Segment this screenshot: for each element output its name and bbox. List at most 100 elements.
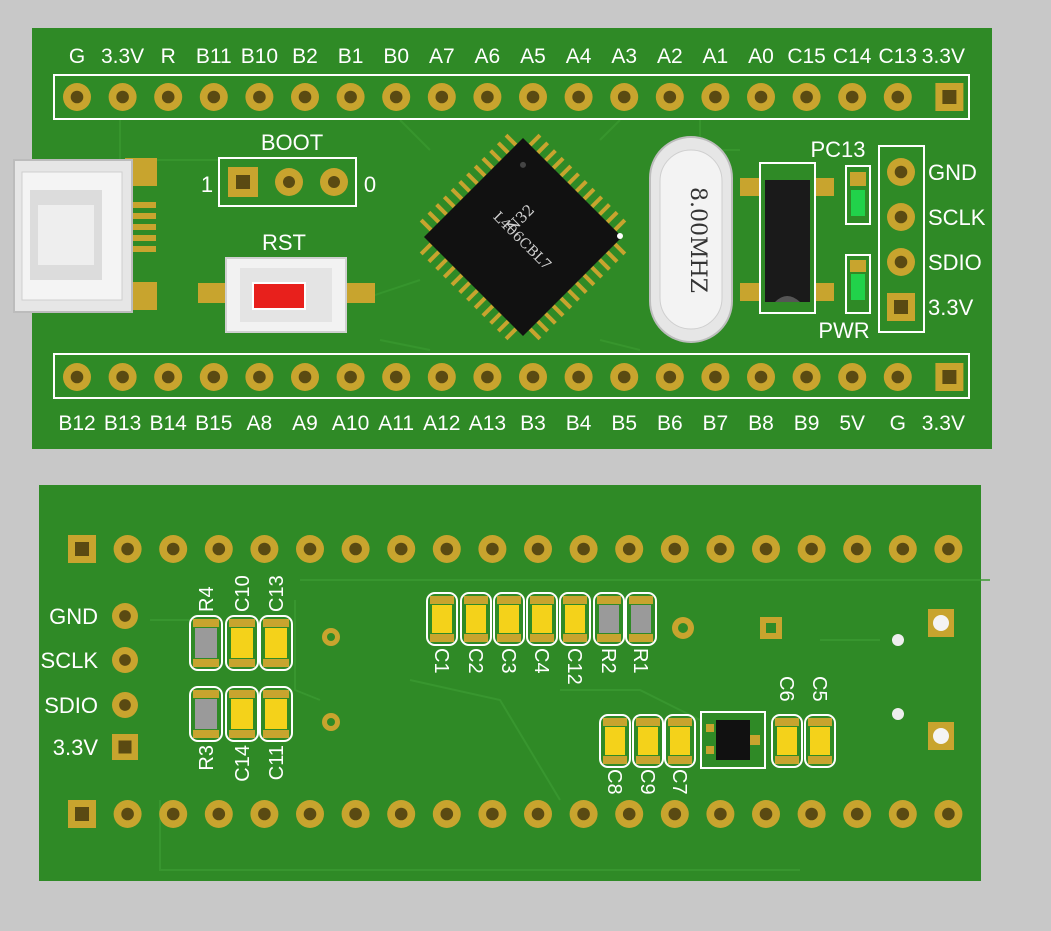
top-header-label: B2 <box>292 45 318 68</box>
bottom-board-bottom-pin <box>752 800 780 828</box>
bottom-board-top-pin <box>615 535 644 563</box>
bottom-left-part-top <box>259 615 293 671</box>
bottom-board-bottom-pin <box>68 800 96 828</box>
bottom-left-part-top <box>189 615 223 671</box>
boot-left-label: 1 <box>201 172 213 197</box>
bottom-header-label: A11 <box>378 412 414 435</box>
bottom-center-part <box>559 592 591 646</box>
bottom-left-part-bottom-label: C11 <box>266 745 288 780</box>
bottom-board-top-pin <box>524 535 552 563</box>
top-header-label: C13 <box>879 45 918 68</box>
top-header-label: G <box>69 45 85 68</box>
led-pwr-label: PWR <box>818 318 869 343</box>
bottom-board-bottom-pin <box>296 800 324 828</box>
crystal: 8.00MHZ <box>649 136 733 343</box>
bottom-board-bottom-pin <box>432 800 461 828</box>
bottom-board-top-pin <box>113 535 142 563</box>
bottom-right-part-low-label: C9 <box>636 769 658 795</box>
top-header-label: C14 <box>833 45 872 68</box>
bottom-right-part-low <box>599 714 631 768</box>
bottom-header-label: 3.3V <box>922 412 965 435</box>
bottom-board-bottom-pin <box>888 800 917 828</box>
bottom-center-part <box>526 592 558 646</box>
bottom-board-top-pin <box>934 535 963 563</box>
bottom-header-label: A8 <box>247 412 273 435</box>
bottom-board-top-pin <box>68 535 96 563</box>
bottom-header-pin <box>564 363 593 391</box>
top-header-outline <box>53 74 970 120</box>
bottom-header-label: B5 <box>611 412 637 435</box>
top-header-label: A7 <box>429 45 455 68</box>
top-header-pin <box>245 83 274 111</box>
top-header-label: B0 <box>383 45 409 68</box>
bottom-board-bottom-pin <box>843 800 872 828</box>
bottom-board-bottom-pin <box>934 800 963 828</box>
reset-button: RST <box>198 230 375 333</box>
top-header-pin <box>883 83 912 111</box>
top-swd-pin <box>887 203 915 231</box>
bottom-header-pin <box>154 363 183 391</box>
top-header-pin <box>792 83 821 111</box>
bottom-board-bottom-pin <box>797 800 826 828</box>
usb-connector <box>13 158 157 313</box>
bottom-center-part-label: R1 <box>629 648 651 674</box>
swd-header-outline <box>878 145 925 333</box>
bottom-header-label: B12 <box>58 412 95 435</box>
led-pwr: PWR <box>818 254 871 343</box>
bottom-swd-label: 3.3V <box>53 735 99 760</box>
bottom-header-label: A10 <box>332 412 369 435</box>
bottom-board-top-pin <box>569 535 598 563</box>
bottom-right-part-low <box>632 714 664 768</box>
bottom-board-bottom-pins <box>68 800 963 828</box>
bottom-board-bottom-pin <box>204 800 233 828</box>
bottom-board-bottom-pin <box>387 800 416 828</box>
top-header-pin <box>108 83 137 111</box>
bottom-header-pin <box>935 363 964 391</box>
bottom-header-pin <box>245 363 274 391</box>
top-header-label: A2 <box>657 45 683 68</box>
bottom-center-part-label: C3 <box>497 648 519 674</box>
bottom-center-part <box>593 592 625 646</box>
top-header-label: B1 <box>338 45 364 68</box>
bottom-right-part-low-label: C7 <box>668 769 690 795</box>
bottom-board-bottom-pin <box>660 800 689 828</box>
top-header-pin <box>382 83 411 111</box>
top-swd-label: GND <box>928 160 977 185</box>
bottom-right-part-low-label: C8 <box>603 769 625 795</box>
bottom-board-top-pins <box>68 535 963 563</box>
bottom-header-label: B8 <box>748 412 774 435</box>
bottom-header-pin <box>655 363 684 391</box>
boot-label: BOOT <box>261 130 323 155</box>
bottom-header-pin <box>382 363 411 391</box>
bottom-board-top-pin <box>387 535 416 563</box>
bottom-vias <box>322 609 954 750</box>
bottom-header-pin <box>519 363 547 391</box>
bottom-center-part-label: C1 <box>430 648 452 674</box>
top-swd-label: SDIO <box>928 250 982 275</box>
bottom-left-part-bottom-label: R3 <box>196 745 218 771</box>
bottom-swd-pin <box>112 734 138 760</box>
bottom-left-part-top-label: C13 <box>266 575 288 612</box>
bottom-board-top-pin <box>159 535 188 563</box>
top-header-pin <box>564 83 593 111</box>
bottom-left-part-bottom-label: C14 <box>232 745 254 782</box>
bottom-header-pin <box>199 363 228 391</box>
bottom-header-pin <box>747 363 775 391</box>
bottom-center-part <box>625 592 657 646</box>
bottom-center-part-label: C2 <box>464 648 486 674</box>
top-header-pin <box>473 83 502 111</box>
bottom-left-part-top-label: C10 <box>232 575 254 612</box>
top-header-pin <box>427 83 456 111</box>
reset-button-cap <box>252 282 306 310</box>
bottom-header-label: B14 <box>150 412 188 435</box>
bottom-center-part-label: R2 <box>597 648 619 674</box>
bottom-left-part-bottom <box>225 686 259 742</box>
